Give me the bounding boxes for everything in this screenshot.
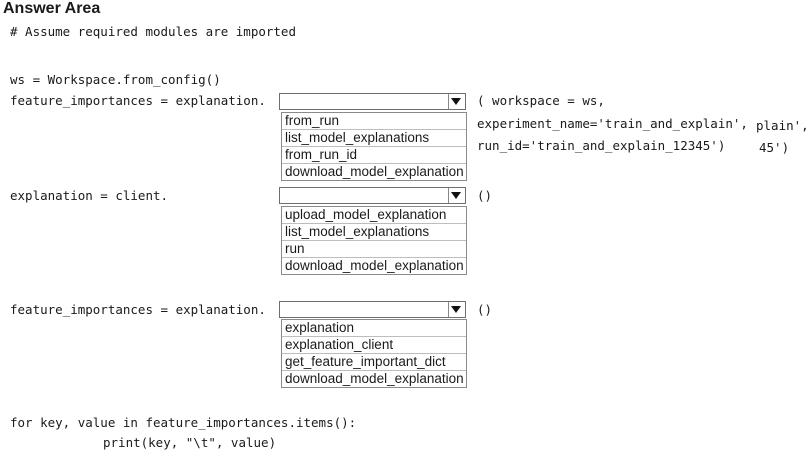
- code-args-line-2: experiment_name='train_and_explain',: [477, 116, 748, 131]
- code-for-loop: for key, value in feature_importances.it…: [10, 415, 357, 430]
- method-dropdown-3[interactable]: [279, 301, 466, 318]
- option-download-model-explanation[interactable]: download_model_explanation: [285, 164, 464, 179]
- code-overflow-text-1: plain',: [756, 118, 809, 133]
- code-workspace-line: ws = Workspace.from_config(): [10, 72, 221, 87]
- option-list-model-explanations[interactable]: list_model_explanations: [282, 224, 466, 241]
- option-from-run-id[interactable]: from_run_id: [282, 147, 466, 164]
- option-download-model-explanation[interactable]: download_model_explanation: [285, 371, 464, 386]
- code-explanation-prefix: explanation = client.: [10, 188, 169, 203]
- option-run[interactable]: run: [282, 241, 466, 258]
- code-comment: # Assume required modules are imported: [10, 24, 296, 39]
- option-download-model-explanation[interactable]: download_model_explanation: [285, 258, 464, 273]
- chevron-down-icon[interactable]: [451, 192, 461, 199]
- code-overflow-text-2: 45'): [759, 140, 790, 155]
- option-list-model-explanations[interactable]: list_model_explanations: [282, 130, 466, 147]
- dropdown-1-options: from_run list_model_explanations from_ru…: [281, 112, 467, 181]
- dropdown-1-divider: [448, 94, 449, 109]
- dropdown-3-divider: [448, 302, 449, 317]
- method-dropdown-2[interactable]: [279, 187, 466, 204]
- chevron-down-icon[interactable]: [451, 306, 461, 313]
- chevron-down-icon[interactable]: [451, 98, 461, 105]
- code-args-line-3: run_id='train_and_explain_12345'): [477, 138, 726, 153]
- dropdown-2-divider: [448, 188, 449, 203]
- option-explanation-client[interactable]: explanation_client: [282, 337, 466, 354]
- code-feature-importances-prefix-1: feature_importances = explanation.: [10, 93, 266, 108]
- option-explanation[interactable]: explanation: [282, 320, 466, 337]
- option-upload-model-explanation[interactable]: upload_model_explanation: [282, 207, 466, 224]
- option-from-run[interactable]: from_run: [282, 113, 466, 130]
- code-paren-2: (): [477, 188, 493, 203]
- code-args-line-1: ( workspace = ws,: [477, 93, 605, 108]
- method-dropdown-1[interactable]: [279, 93, 466, 110]
- code-feature-importances-prefix-2: feature_importances = explanation.: [10, 302, 266, 317]
- code-print-line: print(key, "\t", value): [103, 435, 277, 450]
- code-paren-3: (): [477, 302, 493, 317]
- dropdown-2-options: upload_model_explanation list_model_expl…: [281, 206, 467, 275]
- answer-area-title: Answer Area: [3, 0, 101, 17]
- option-get-feature-important-dict[interactable]: get_feature_important_dict: [282, 354, 466, 371]
- dropdown-3-options: explanation explanation_client get_featu…: [281, 319, 467, 388]
